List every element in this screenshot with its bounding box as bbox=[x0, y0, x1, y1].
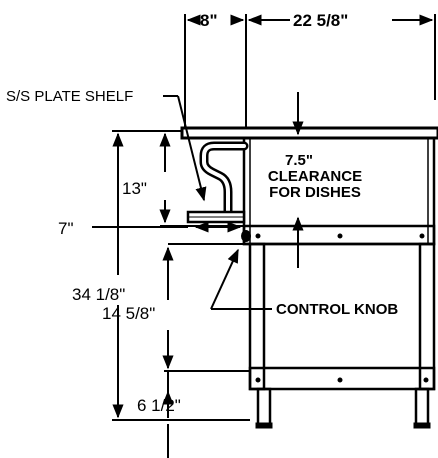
dim-knob-height: 14 5/8" bbox=[102, 304, 155, 323]
control-knob bbox=[241, 230, 251, 242]
callout-plate-shelf: S/S PLATE SHELF bbox=[6, 88, 133, 105]
plate-shelf bbox=[186, 141, 249, 224]
callout-clearance-label: CLEARANCE bbox=[268, 168, 362, 185]
dim-leg-height: 6 1/2" bbox=[137, 396, 181, 415]
unit-body bbox=[180, 126, 438, 429]
left-dimension-lines bbox=[92, 130, 250, 458]
dim-shelf-to-top: 13" bbox=[122, 179, 147, 198]
callout-clearance-value: 7.5" bbox=[285, 152, 313, 169]
top-dimension-lines bbox=[184, 14, 436, 128]
callout-lines bbox=[163, 92, 304, 310]
dim-shelf-width: 7" bbox=[58, 219, 74, 238]
dim-body-depth: 22 5/8" bbox=[293, 11, 348, 30]
dim-shelf-depth: 8" bbox=[200, 11, 218, 30]
callout-clearance-dishes: FOR DISHES bbox=[269, 184, 361, 201]
callout-control-knob: CONTROL KNOB bbox=[276, 301, 398, 318]
dim-overall-height: 34 1/8" bbox=[72, 285, 125, 304]
